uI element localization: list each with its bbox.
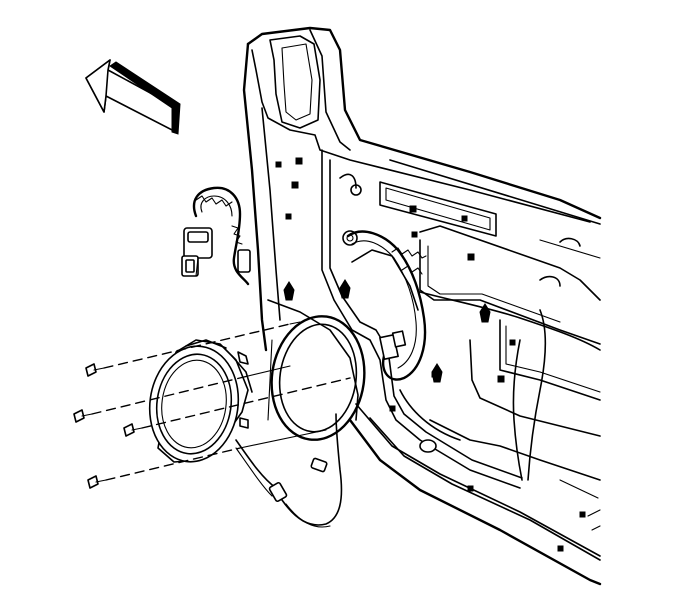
screw-icon bbox=[74, 364, 142, 488]
panel-holes bbox=[276, 158, 585, 551]
alignment-lines bbox=[92, 322, 350, 480]
door-wiring-connector-icon bbox=[380, 331, 405, 359]
screw-4 bbox=[88, 476, 106, 488]
speaker-lead-connector-icon bbox=[269, 414, 342, 527]
door-inner-panel bbox=[244, 28, 600, 584]
door-wiring-harness bbox=[340, 174, 600, 480]
wiring-connector-icon bbox=[182, 188, 250, 284]
screw-1 bbox=[86, 364, 104, 376]
direction-arrow-icon bbox=[86, 60, 180, 134]
speaker-opening bbox=[264, 310, 372, 446]
screw-3 bbox=[124, 424, 142, 436]
speaker-icon bbox=[142, 340, 276, 496]
screw-2 bbox=[74, 410, 92, 422]
